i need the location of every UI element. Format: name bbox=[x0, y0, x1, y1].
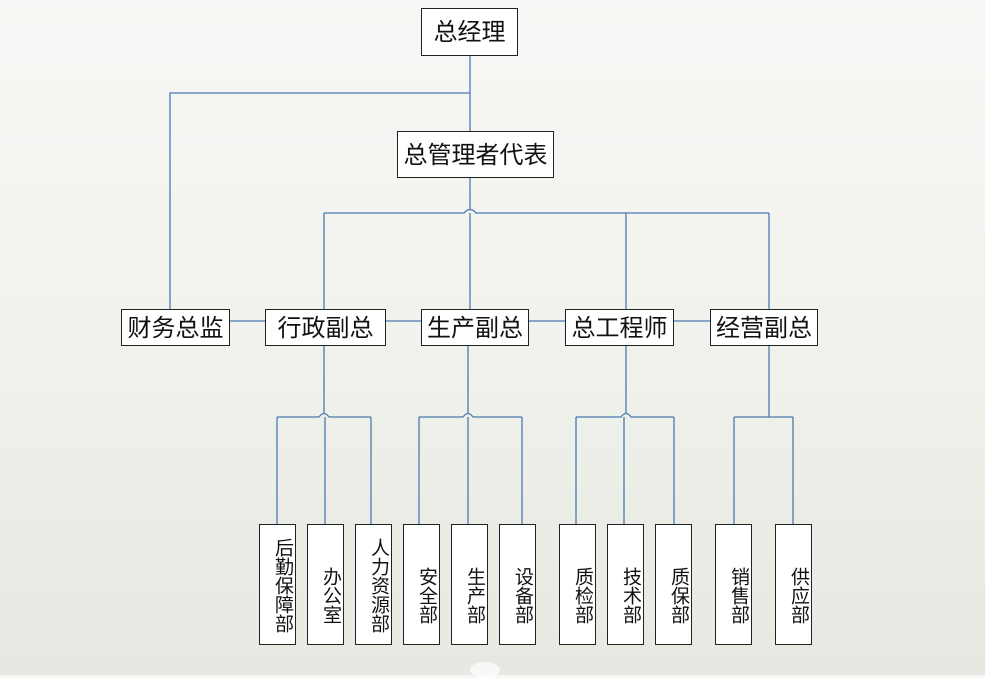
line-deputy-bus bbox=[324, 208, 769, 214]
node-cfo: 财务总监 bbox=[121, 309, 230, 346]
connector-group bbox=[169, 56, 794, 525]
dept-logistics: 后勤保障部 bbox=[259, 524, 296, 645]
node-chief-engineer: 总工程师 bbox=[565, 309, 674, 346]
dept-sales: 销售部 bbox=[715, 524, 752, 645]
dept-quality-assurance: 质保部 bbox=[655, 524, 692, 645]
line-engineer-bus bbox=[576, 412, 674, 418]
dept-technology: 技术部 bbox=[607, 524, 644, 645]
dept-office: 办公室 bbox=[307, 524, 344, 645]
background-highlight bbox=[470, 662, 500, 678]
node-general-manager: 总经理 bbox=[421, 8, 518, 56]
line-admin-bus bbox=[277, 412, 371, 418]
dept-equipment: 设备部 bbox=[499, 524, 536, 645]
node-vp-admin: 行政副总 bbox=[265, 309, 386, 346]
node-vp-production: 生产副总 bbox=[421, 309, 529, 346]
dept-hr: 人力资源部 bbox=[355, 524, 392, 645]
line-gm-to-cfo bbox=[169, 92, 470, 311]
dept-supply: 供应部 bbox=[775, 524, 812, 645]
dept-quality-inspection: 质检部 bbox=[559, 524, 596, 645]
dept-safety: 安全部 bbox=[403, 524, 440, 645]
node-management-rep: 总管理者代表 bbox=[397, 131, 554, 178]
dept-production: 生产部 bbox=[451, 524, 488, 645]
node-vp-business: 经营副总 bbox=[710, 309, 818, 346]
line-production-bus bbox=[419, 412, 522, 418]
